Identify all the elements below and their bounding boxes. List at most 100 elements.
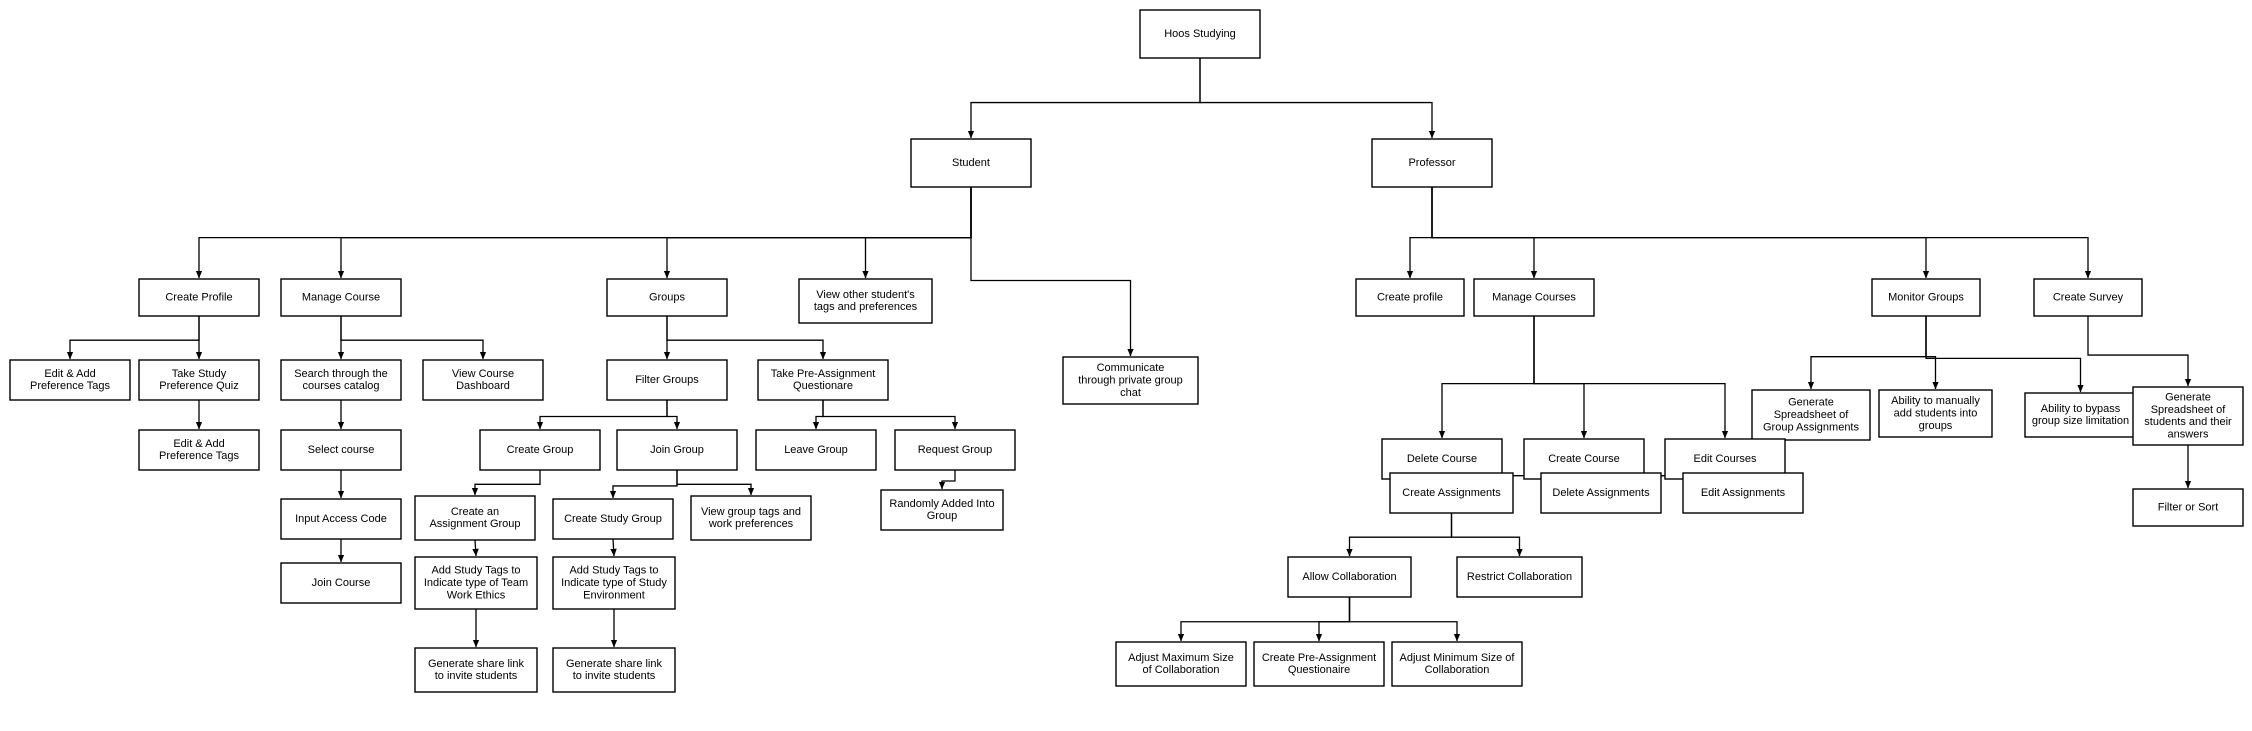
edge-root-to-professor (1199, 58, 1436, 139)
edge-filter-groups-to-create-group (536, 400, 668, 430)
node-create-study-group[interactable]: Create Study Group (552, 498, 674, 540)
node-box-leave-group (755, 429, 877, 471)
edge-student-to-communicate-chat (970, 187, 1134, 357)
node-label-manage-courses: Manage Courses (1492, 291, 1576, 303)
node-box-allow-collab (1287, 556, 1412, 598)
node-filter-groups[interactable]: Filter Groups (606, 359, 728, 401)
node-box-manage-courses (1473, 278, 1595, 317)
node-create-assignments[interactable]: Create Assignments (1389, 472, 1514, 514)
node-box-delete-assignments (1540, 472, 1662, 514)
node-manage-courses[interactable]: Manage Courses (1473, 278, 1595, 317)
node-box-adjust-min-size (1391, 641, 1523, 687)
edge-allow-collab-to-adjust-max-size (1177, 597, 1351, 642)
node-label-create-group: Create Group (507, 444, 574, 456)
edge-student-to-groups (663, 187, 972, 279)
edge-allow-collab-to-adjust-min-size (1348, 597, 1461, 642)
node-filter-or-sort[interactable]: Filter or Sort (2132, 488, 2244, 527)
node-edit-assignments[interactable]: Edit Assignments (1682, 472, 1804, 514)
node-request-group[interactable]: Request Group (894, 429, 1016, 471)
node-student[interactable]: Student (910, 138, 1032, 188)
node-allow-collab[interactable]: Allow Collaboration (1287, 556, 1412, 598)
edge-professor-to-create-survey (1431, 187, 2092, 279)
node-box-select-course (280, 429, 402, 471)
node-leave-group[interactable]: Leave Group (755, 429, 877, 471)
node-create-group[interactable]: Create Group (479, 429, 601, 471)
node-restrict-collab[interactable]: Restrict Collaboration (1456, 556, 1583, 598)
node-input-access-code[interactable]: Input Access Code (280, 498, 402, 540)
node-box-request-group (894, 429, 1016, 471)
node-label-leave-group: Leave Group (784, 444, 848, 456)
node-create-profile[interactable]: Create Profile (138, 278, 260, 317)
node-join-group[interactable]: Join Group (616, 429, 738, 471)
edge-monitor-groups-to-manual-add-students (1925, 316, 1939, 390)
node-label-groups: Groups (649, 291, 686, 303)
node-box-manage-course (280, 278, 402, 317)
node-professor[interactable]: Professor (1371, 138, 1493, 188)
node-box-create-assign-group (414, 495, 536, 541)
node-create-survey[interactable]: Create Survey (2033, 278, 2143, 317)
node-box-edit-add-tags-2 (138, 429, 260, 471)
node-delete-assignments[interactable]: Delete Assignments (1540, 472, 1662, 514)
node-box-filter-groups (606, 359, 728, 401)
node-join-course[interactable]: Join Course (280, 562, 402, 604)
node-box-monitor-groups (1871, 278, 1981, 317)
node-create-profile-prof[interactable]: Create profile (1355, 278, 1465, 317)
node-groups[interactable]: Groups (606, 278, 728, 317)
node-label-create-course: Create Course (1548, 453, 1620, 465)
edge-root-to-student (967, 58, 1201, 139)
node-box-professor (1371, 138, 1493, 188)
node-label-join-group: Join Group (650, 444, 704, 456)
node-root[interactable]: Hoos Studying (1139, 9, 1261, 59)
edge-create-study-group-to-add-tags-study-env (610, 538, 617, 557)
node-box-add-tags-study-env (552, 556, 676, 610)
node-select-course[interactable]: Select course (280, 429, 402, 471)
edge-request-group-to-randomly-added (938, 470, 956, 490)
edge-create-assignments-to-restrict-collab (1450, 513, 1523, 557)
node-label-request-group: Request Group (918, 444, 993, 456)
node-manage-course[interactable]: Manage Course (280, 278, 402, 317)
node-box-filter-or-sort (2132, 488, 2244, 527)
node-label-filter-groups: Filter Groups (635, 374, 699, 386)
node-box-student (910, 138, 1032, 188)
edge-create-assignments-to-allow-collab (1346, 513, 1453, 557)
node-monitor-groups[interactable]: Monitor Groups (1871, 278, 1981, 317)
node-box-bypass-group-size (2024, 392, 2137, 438)
node-label-create-profile-prof: Create profile (1377, 291, 1443, 303)
edge-join-group-to-create-study-group (609, 470, 678, 499)
node-label-create-study-group: Create Study Group (564, 513, 662, 525)
node-box-input-access-code (280, 498, 402, 540)
edge-groups-to-take-pre-assign-q (666, 316, 827, 360)
